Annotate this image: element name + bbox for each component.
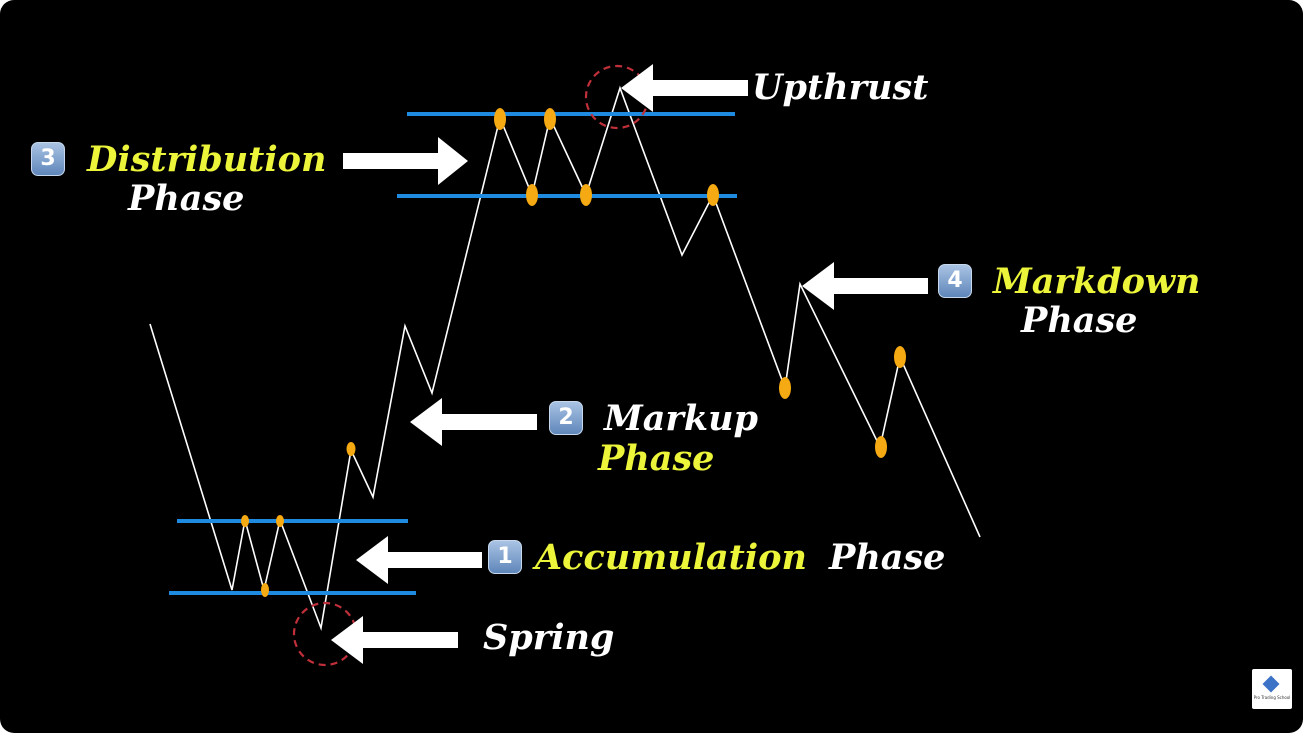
- distribution-title: Distribution: [87, 139, 327, 180]
- touch-point: [580, 184, 592, 206]
- touch-point: [875, 436, 887, 458]
- touch-point: [526, 184, 538, 206]
- logo-text: Pro Trading School: [1253, 695, 1291, 700]
- markdown-title: Markdown: [993, 261, 1201, 302]
- markup-arrow-icon: [410, 398, 537, 446]
- touch-point: [894, 346, 906, 368]
- distribution-arrow-icon: [343, 137, 468, 185]
- watermark-logo: Pro Trading School: [1252, 669, 1292, 709]
- markup-title: Markup: [604, 398, 759, 439]
- price-path: [149, 85, 981, 632]
- distribution-number-badge: 3: [31, 142, 65, 176]
- upthrust-label: Upthrust: [752, 67, 929, 108]
- accumulation-subtitle: Phase: [829, 537, 946, 578]
- accumulation-arrow-icon: [356, 536, 482, 584]
- accumulation-title: Accumulation: [535, 537, 807, 578]
- spring-arrow-icon: [331, 616, 458, 664]
- touch-point: [346, 442, 356, 456]
- distribution-subtitle: Phase: [128, 178, 245, 219]
- touch-point: [261, 583, 269, 597]
- upthrust-arrow-icon: [621, 64, 748, 112]
- markdown-number-badge: 4: [938, 264, 972, 298]
- logo-diamond-icon: [1262, 675, 1280, 693]
- markdown-arrow-icon: [802, 262, 928, 310]
- markup-subtitle: Phase: [598, 438, 715, 479]
- touch-point: [707, 184, 719, 206]
- touch-point: [276, 515, 284, 527]
- accumulation-number-badge: 1: [488, 540, 522, 574]
- touch-point: [241, 515, 249, 527]
- touch-point: [494, 108, 506, 130]
- markdown-subtitle: Phase: [1021, 300, 1138, 341]
- markup-number-badge: 2: [549, 401, 583, 435]
- touch-point: [779, 377, 791, 399]
- touch-point: [544, 108, 556, 130]
- spring-label: Spring: [483, 617, 615, 658]
